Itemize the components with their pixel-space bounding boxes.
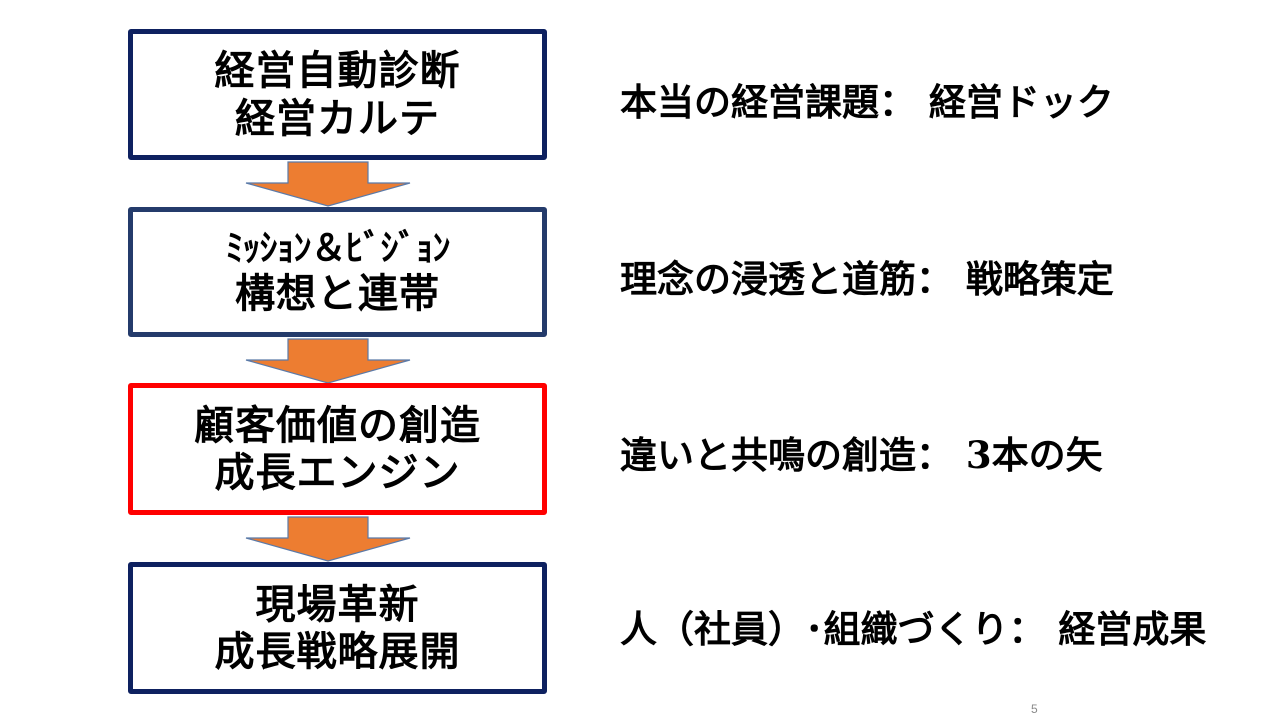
step-1-line-1: 経営自動診断 [214,47,461,95]
step-1-line-2: 経営カルテ [235,94,440,142]
step-4-line-2: 成長戦略展開 [214,628,461,675]
side-label-three-arrows: 違いと共鳴の創造： 3本の矢 [620,433,1103,477]
step-box-management-diagnosis: 経営自動診断 経営カルテ [128,29,547,160]
step-box-field-innovation: 現場革新 成長戦略展開 [128,562,547,694]
step-box-mission-vision: ﾐｯｼｮﾝ＆ﾋﾞｼﾞｮﾝ 構想と連帯 [128,207,547,337]
side-label-management-dock: 本当の経営課題： 経営ドック [620,80,1114,124]
step-2-line-1: ﾐｯｼｮﾝ＆ﾋﾞｼﾞｮﾝ [225,227,450,270]
step-2-line-2: 構想と連帯 [235,269,440,317]
side-label-strategy-formulation: 理念の浸透と道筋： 戦略策定 [620,257,1114,301]
step-3-line-1: 顧客価値の創造 [194,401,481,449]
down-arrow-icon [245,338,411,384]
side-label-management-results: 人（社員）･組織づくり： 経営成果 [620,607,1207,651]
down-arrow-icon [245,516,411,562]
step-3-line-2: 成長エンジン [214,449,461,496]
step-4-line-1: 現場革新 [255,580,420,628]
page-number: 5 [1031,702,1038,716]
step-box-customer-value-highlighted: 顧客価値の創造 成長エンジン [128,383,547,515]
down-arrow-icon [245,161,411,207]
